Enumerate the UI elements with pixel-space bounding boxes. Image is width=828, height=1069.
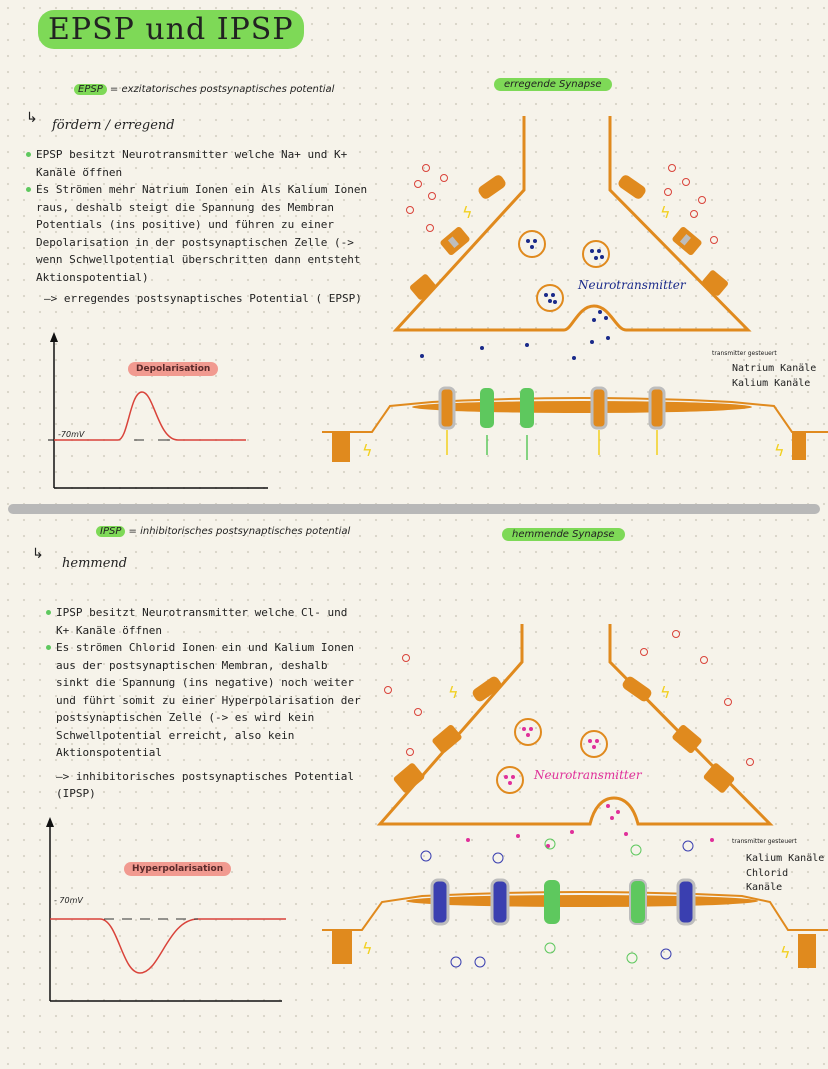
page-title: EPSP und IPSP <box>38 10 304 49</box>
epsp-synapse-title: erregende Synapse <box>494 78 612 91</box>
epsp-abbr: EPSP <box>74 84 107 95</box>
svg-text:ϟ: ϟ <box>448 683 459 702</box>
epsp-synapse-diagram: ϟ ϟ ϟ ϟ <box>322 116 828 462</box>
epsp-effect: fördern / erregend <box>52 118 175 133</box>
epsp-definition-text: = exzitatorisches postsynaptisches poten… <box>109 84 335 95</box>
ipsp-neurotransmitter-label: Neurotransmitter <box>534 768 642 782</box>
ipsp-abbr: IPSP <box>96 526 126 537</box>
ipsp-legend-title: transmitter gesteuert <box>732 838 797 845</box>
hyperpolarisation-curve <box>50 918 286 974</box>
ipsp-definition: IPSP = inhibitorisches postsynaptisches … <box>96 526 350 537</box>
section-divider <box>8 504 820 514</box>
svg-text:ϟ: ϟ <box>780 943 791 962</box>
epsp-legend-item: Kalium Kanäle <box>732 378 811 389</box>
epsp-legend-title: transmitter gesteuert <box>712 350 777 357</box>
hyperpolarisation-label: Hyperpolarisation <box>124 862 232 876</box>
list-item: Es strömen Chlorid Ionen ein und Kalium … <box>46 639 366 762</box>
list-item: EPSP besitzt Neurotransmitter welche Na+… <box>26 146 386 181</box>
ipsp-arrow-icon: ↳ <box>32 546 44 562</box>
ipsp-effect: hemmend <box>62 556 128 571</box>
svg-text:ϟ: ϟ <box>462 203 473 222</box>
epsp-legend-item: Natrium Kanäle <box>732 363 817 374</box>
ipsp-synapse-title: hemmende Synapse <box>502 528 625 541</box>
ipsp-synapse-diagram: ϟ ϟ ϟ ϟ <box>322 624 828 968</box>
svg-text:ϟ: ϟ <box>362 939 373 958</box>
ipsp-conclusion: —> inhibitorisches postsynaptisches Pote… <box>56 770 355 800</box>
epsp-arrow-icon: ↳ <box>26 110 38 126</box>
epsp-definition: EPSP = exzitatorisches postsynaptisches … <box>74 84 334 95</box>
epsp-points: EPSP besitzt Neurotransmitter welche Na+… <box>26 146 386 286</box>
epsp-graph <box>48 332 268 489</box>
epsp-conclusion: —> erregendes postsynaptisches Potential… <box>44 292 362 305</box>
ipsp-definition-text: = inhibitorisches postsynaptisches poten… <box>128 526 351 537</box>
epsp-neurotransmitter-label: Neurotransmitter <box>578 278 686 292</box>
svg-text:ϟ: ϟ <box>660 203 671 222</box>
list-item: IPSP besitzt Neurotransmitter welche Cl-… <box>46 604 366 639</box>
svg-text:ϟ: ϟ <box>362 441 373 460</box>
list-item: Es Strömen mehr Natrium Ionen ein Als Ka… <box>26 181 386 286</box>
svg-text:ϟ: ϟ <box>774 441 785 460</box>
depolarisation-label: Depolarisation <box>128 362 219 376</box>
ipsp-legend-item: Chlorid Kanäle <box>746 868 789 893</box>
svg-text:ϟ: ϟ <box>660 683 671 702</box>
depolarisation-curve <box>54 391 246 441</box>
ipsp-axis-label: - 70mV <box>54 896 83 905</box>
ipsp-graph <box>46 817 286 1002</box>
ipsp-points: IPSP besitzt Neurotransmitter welche Cl-… <box>46 604 366 762</box>
epsp-axis-label: -70mV <box>58 430 85 439</box>
ipsp-legend-item: Kalium Kanäle <box>746 853 825 864</box>
